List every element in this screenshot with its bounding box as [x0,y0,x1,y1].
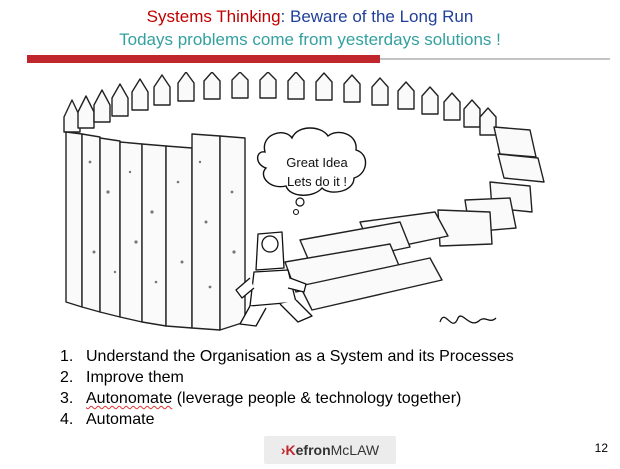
title-divider-grey [380,58,610,60]
step-text: Automate [86,411,155,428]
step-number: 3. [60,390,74,407]
step-number: 4. [60,411,74,428]
slide-title: Systems Thinking: Beware of the Long Run [0,6,620,28]
step-text: Improve them [86,369,184,386]
logo-text-bold: efron [295,442,331,458]
thought-bubble-text: Great Idea Lets do it ! [262,153,372,191]
step-number: 2. [60,369,74,386]
logo-text: McLAW [330,442,380,458]
step-number: 1. [60,348,74,365]
title-part-blue: : Beware of the Long Run [280,7,474,26]
step-text: Understand the Organisation as a System … [86,348,514,365]
title-divider-red [27,55,380,63]
step-text-rest: (leverage people & technology together) [172,390,462,407]
step-item: 2. Improve them [60,367,514,388]
step-item: 4. Automate [60,409,514,430]
slide-subtitle: Todays problems come from yesterdays sol… [119,30,501,49]
bubble-line-2: Lets do it ! [287,174,347,189]
spellcheck-word: Autonomate [86,390,173,407]
page-number: 12 [594,441,608,455]
steps-list: 1. Understand the Organisation as a Syst… [60,346,514,430]
bubble-line-1: Great Idea [286,155,348,170]
step-text: Autonomate (leverage people & technology… [86,388,461,409]
title-part-red: Systems Thinking [146,7,281,26]
logo-mark: ›K [280,442,296,458]
step-item: 3. Autonomate (leverage people & technol… [60,388,514,409]
domino-circle-cartoon [63,72,545,331]
step-item: 1. Understand the Organisation as a Syst… [60,346,514,367]
